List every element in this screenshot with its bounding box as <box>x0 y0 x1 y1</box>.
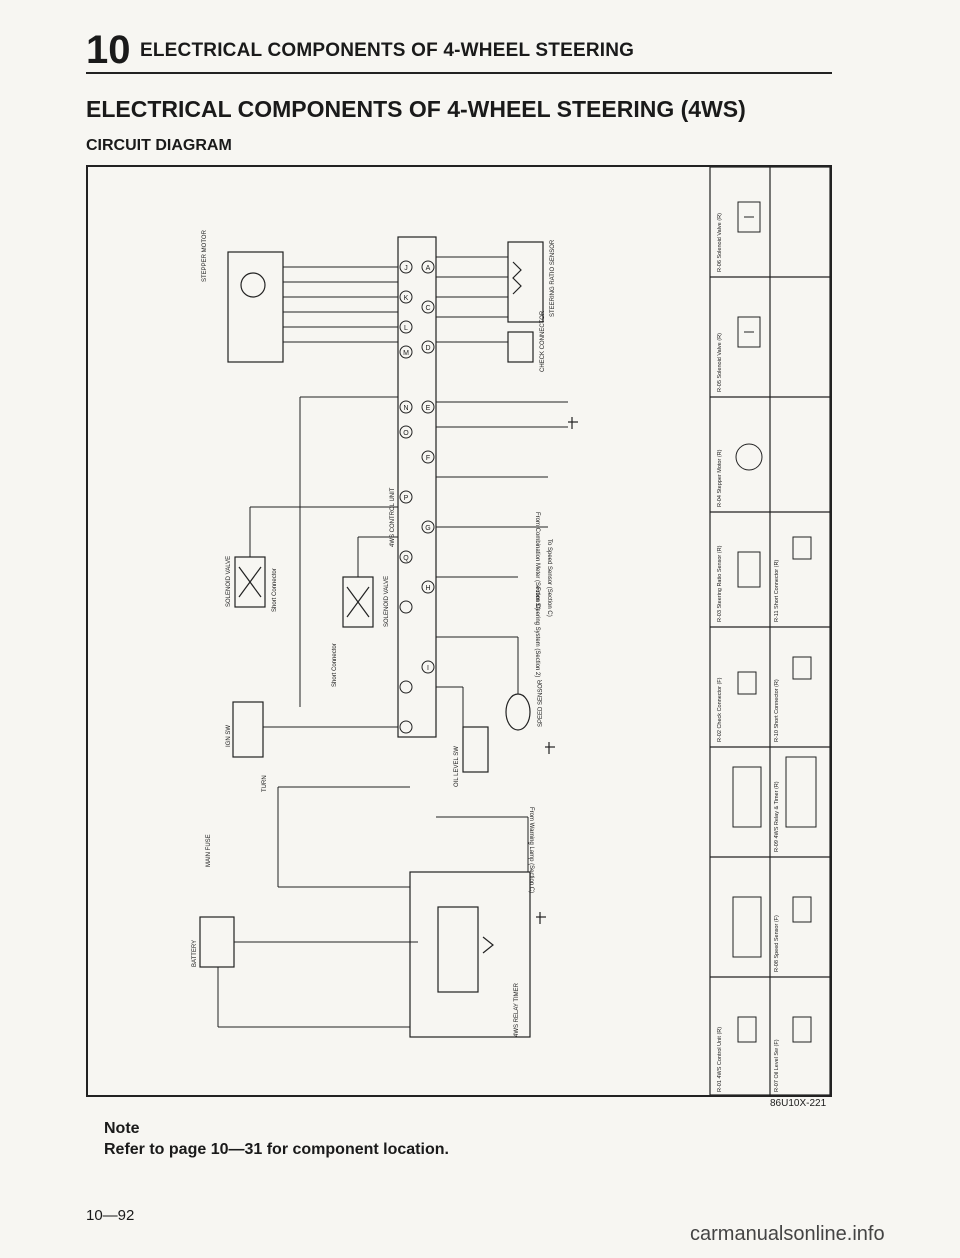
oil-level-switch-box <box>462 726 489 773</box>
chapter-number: 10 <box>86 28 131 72</box>
terminal-c: C <box>425 305 430 312</box>
panel-r03: R-03 Steering Ratio Sensor (R) <box>717 545 723 622</box>
panel-r02: R-02 Check Connector (F) <box>717 677 723 742</box>
speed-sensor-symbol <box>505 693 531 731</box>
page-title: ELECTRICAL COMPONENTS OF 4-WHEEL STEERIN… <box>86 96 746 122</box>
ign-switch-label: IGN SW <box>226 725 232 747</box>
speed-note-label: To Speed Sensor (Section C) <box>546 539 552 617</box>
terminal-d: D <box>425 345 430 352</box>
watermark: carmanualsonline.info <box>690 1223 885 1245</box>
relay-timer-box <box>409 871 531 1038</box>
panel-r07: R-07 Oil Level Sw (F) <box>774 1039 780 1092</box>
note-heading: Note <box>104 1120 140 1137</box>
steering-sensor-box <box>507 241 544 323</box>
chapter-title: ELECTRICAL COMPONENTS OF 4-WHEEL STEERIN… <box>140 40 635 61</box>
circuit-diagram-svg: STEPPER MOTOR SOLENOID VALVE SOLENOID VA… <box>192 166 831 1096</box>
theft-note-label: From Steering System (Section 2) <box>534 587 540 677</box>
terminal-g: G <box>425 525 430 532</box>
panel-r01: R-01 4WS Control Unit (R) <box>717 1027 723 1092</box>
circuit-diagram: STEPPER MOTOR SOLENOID VALVE SOLENOID VA… <box>86 165 832 1097</box>
solenoid-valve-1-label: SOLENOID VALVE <box>226 556 232 607</box>
terminal-h: H <box>425 585 430 592</box>
panel-r04: R-04 Stepper Motor (R) <box>717 449 723 507</box>
terminal-j: J <box>404 265 408 272</box>
oil-level-switch-label: OIL LEVEL SW <box>454 746 460 787</box>
terminal-e: E <box>426 405 431 412</box>
turn-fuse-label: TURN <box>262 775 268 792</box>
steering-sensor-label: STEERING RATIO SENSOR <box>550 239 556 317</box>
main-fuse-label: MAIN FUSE <box>206 834 212 867</box>
relay-timer-label: 4WS RELAY TIMER <box>514 982 520 1037</box>
stepper-motor-label: STEPPER MOTOR <box>202 229 208 282</box>
meter-note-label: From Combination Meter (Section C) <box>534 512 540 610</box>
battery-box <box>199 916 235 968</box>
panel-r11: R-11 Short Connector (R) <box>774 560 780 622</box>
control-unit-label: 4WS CONTROL UNIT <box>390 487 396 547</box>
terminal-n: N <box>403 405 408 412</box>
panel-r08: R-08 Speed Sensor (F) <box>774 915 780 972</box>
battery-label: BATTERY <box>192 940 198 967</box>
solenoid-valve-2-label: SOLENOID VALVE <box>384 576 390 627</box>
check-connector-box <box>507 331 534 363</box>
lamp-note-label: From Warning Lamp (Section C) <box>528 807 534 893</box>
terminal-k: K <box>404 295 409 302</box>
section-title: CIRCUIT DIAGRAM <box>86 137 232 154</box>
header-rule <box>86 72 832 74</box>
panel-r09: R-09 4WS Relay & Timer (R) <box>774 781 780 852</box>
ign-switch-box <box>232 701 264 758</box>
terminal-q: Q <box>403 555 409 562</box>
page-number: 10—92 <box>86 1207 135 1224</box>
terminal-f: F <box>426 455 430 462</box>
control-unit-box <box>397 236 437 738</box>
note-text: Refer to page 10—31 for component locati… <box>104 1141 449 1158</box>
stepper-motor-box <box>227 251 284 363</box>
short-connector-1-label: Short Connector <box>272 568 278 612</box>
check-connector-label: CHECK CONNECTOR <box>540 310 546 372</box>
panel-r05: R-05 Solenoid Valve (R) <box>717 333 723 392</box>
terminal-l: L <box>404 325 408 332</box>
panel-r10: R-10 Short Connector (R) <box>774 679 780 742</box>
short-connector-2-label: Short Connector <box>332 643 338 687</box>
panel-r06: R-06 Solenoid Valve (R) <box>717 213 723 272</box>
terminal-o: O <box>403 430 409 437</box>
figure-code: 86U10X-221 <box>770 1098 827 1109</box>
terminal-p: P <box>404 495 409 502</box>
terminal-a: A <box>426 265 431 272</box>
speed-sensor-label: SPEED SENSOR <box>538 679 544 727</box>
terminal-i: I <box>427 665 429 672</box>
terminal-m: M <box>403 350 409 357</box>
motor-symbol <box>240 272 266 298</box>
